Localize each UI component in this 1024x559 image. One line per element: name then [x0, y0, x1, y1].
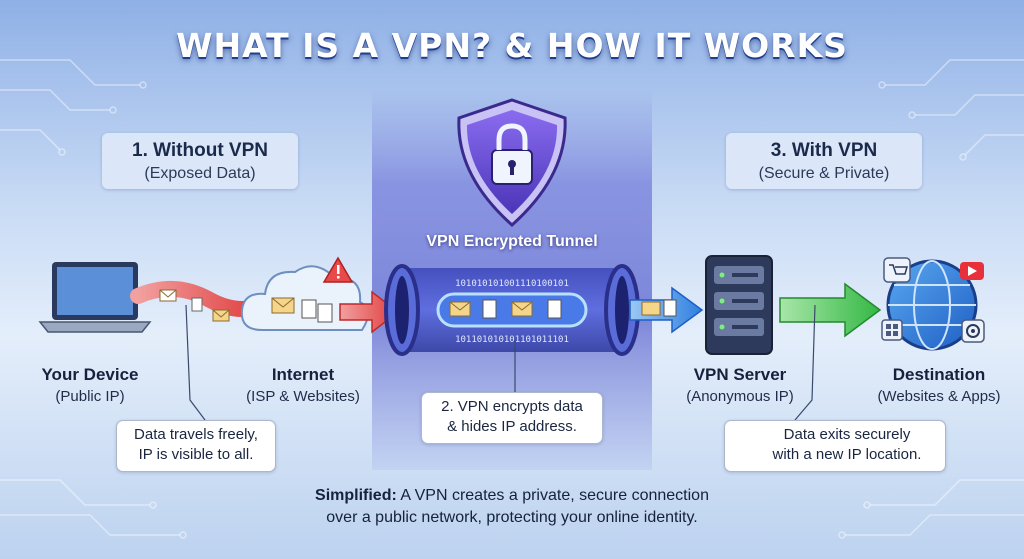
- video-play-icon: [960, 262, 984, 280]
- without-vpn-title: 1. Without VPN: [132, 140, 268, 161]
- callout-pointer: [794, 304, 816, 421]
- encryption-callout: 2. VPN encrypts data & hides IP address.: [421, 392, 603, 444]
- exposed-line-2: IP is visible to all.: [138, 446, 254, 463]
- green-arrow: [779, 282, 882, 338]
- binary-top: 101010101001110100101: [455, 279, 569, 289]
- server-title: VPN Server: [693, 365, 787, 384]
- server-icon: [705, 255, 773, 355]
- envelope-icon: [641, 301, 661, 316]
- server-label: VPN Server (Anonymous IP): [670, 365, 810, 405]
- envelope-icon: [212, 309, 230, 322]
- with-vpn-title: 3. With VPN: [770, 140, 878, 161]
- encrypt-line-1: 2. VPN encrypts data: [441, 398, 583, 415]
- settings-icon: [961, 319, 985, 343]
- document-icon: [663, 299, 677, 317]
- exit-line-2: with a new IP location.: [772, 446, 922, 463]
- device-title: Your Device: [41, 365, 139, 384]
- device-label: Your Device (Public IP): [20, 365, 160, 405]
- with-vpn-label: 3. With VPN (Secure & Private): [726, 133, 922, 189]
- laptop-icon: [38, 262, 152, 333]
- globe-icon: [886, 259, 978, 351]
- warning-icon: [322, 256, 354, 283]
- internet-subtitle: (ISP & Websites): [246, 388, 360, 405]
- exit-line-1: Data exits securely: [783, 426, 911, 443]
- with-vpn-subtitle: (Secure & Private): [758, 165, 890, 182]
- exit-callout: Data exits securely with a new IP locati…: [724, 420, 946, 472]
- app-grid-icon: [881, 319, 903, 341]
- encrypted-tunnel: 101010101001110100101 101101010101101011…: [384, 264, 640, 356]
- footer-line-1: A VPN creates a private, secure connecti…: [400, 487, 709, 504]
- exposed-line-1: Data travels freely,: [134, 426, 258, 443]
- without-vpn-label: 1. Without VPN (Exposed Data): [102, 133, 298, 189]
- without-vpn-subtitle: (Exposed Data): [144, 165, 256, 182]
- device-subtitle: (Public IP): [55, 388, 125, 405]
- shopping-cart-icon: [883, 257, 911, 283]
- server-subtitle: (Anonymous IP): [686, 388, 794, 405]
- destination-label: Destination (Websites & Apps): [864, 365, 1014, 405]
- tunnel-label: VPN Encrypted Tunnel: [426, 233, 598, 250]
- footer-summary: Simplified: A VPN creates a private, sec…: [235, 485, 789, 529]
- envelope-icon: [159, 289, 177, 302]
- encrypt-line-2: & hides IP address.: [447, 418, 577, 435]
- destination-subtitle: (Websites & Apps): [877, 388, 1001, 405]
- shield-lock-icon: [457, 98, 567, 228]
- internet-title: Internet: [271, 365, 335, 384]
- page-title: WHAT IS A VPN? & HOW IT WORKS: [176, 26, 848, 65]
- binary-bottom: 101101010101101011101: [455, 335, 569, 345]
- footer-bold: Simplified:: [315, 487, 397, 504]
- internet-label: Internet (ISP & Websites): [228, 365, 378, 405]
- footer-line-2: over a public network, protecting your o…: [326, 509, 698, 526]
- destination-title: Destination: [892, 365, 986, 384]
- exposed-data-callout: Data travels freely, IP is visible to al…: [116, 420, 276, 472]
- callout-pointer: [185, 304, 206, 421]
- document-icon: [191, 297, 203, 312]
